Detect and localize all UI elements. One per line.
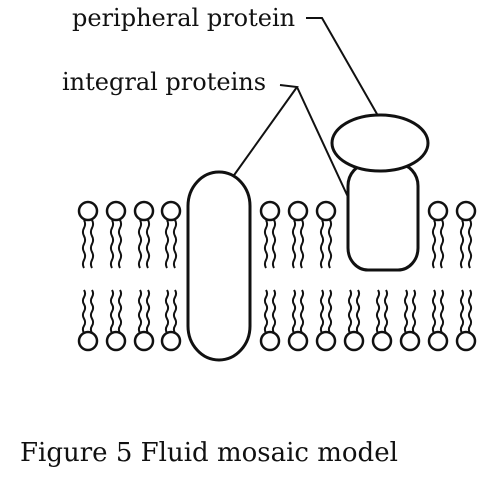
lipid-tail (299, 289, 305, 334)
lipid-tail (411, 289, 417, 334)
figure-caption: Figure 5 Fluid mosaic model (20, 438, 398, 468)
lipid-head (133, 200, 155, 222)
lipid-head (287, 200, 309, 222)
lipid-tail (109, 219, 115, 269)
lipid-head (371, 330, 393, 352)
integral-proteins-label: integral proteins (62, 68, 267, 96)
lipid-tail (431, 219, 437, 269)
lipid-head (105, 200, 127, 222)
lipid-tail (145, 219, 151, 269)
lipid-head (455, 200, 477, 222)
lipid-tail (117, 219, 123, 269)
peripheral-protein-label: peripheral protein (72, 4, 296, 32)
lipid-tail (117, 289, 123, 334)
lipid-head (160, 200, 182, 222)
lipid-tail (467, 219, 473, 269)
peripheral-protein (330, 113, 430, 173)
lipid-tail (439, 219, 445, 269)
lipid-head (455, 330, 477, 352)
lipid-tail (145, 289, 151, 334)
lipid-tail (109, 289, 115, 334)
lipid-tail (291, 219, 297, 269)
lipid-head (427, 330, 449, 352)
lipid-head (259, 330, 281, 352)
lipid-tail (355, 289, 361, 334)
lipid-tail (319, 289, 325, 334)
lipid-tail (347, 289, 353, 334)
lipid-tail (137, 219, 143, 269)
lipid-tail (137, 289, 143, 334)
lipid-tail (383, 289, 389, 334)
lipid-tail (319, 219, 325, 269)
lipid-head (399, 330, 421, 352)
phospholipid-bilayer (77, 200, 477, 352)
lipid-head (427, 200, 449, 222)
lipid-head (160, 330, 182, 352)
lipid-head (133, 330, 155, 352)
lipid-tail (81, 219, 87, 269)
lipid-head (315, 330, 337, 352)
lipid-tail (89, 219, 95, 269)
lipid-tail (327, 289, 333, 334)
lipid-head (77, 200, 99, 222)
lipid-head (259, 200, 281, 222)
lipid-tail (467, 289, 473, 334)
lipid-tail (459, 289, 465, 334)
lipid-tail (263, 219, 269, 269)
lipid-tail (89, 289, 95, 334)
lipid-head (315, 200, 337, 222)
peripheral-leader-line (306, 17, 386, 129)
lipid-tail (164, 219, 170, 269)
lipid-tail (164, 289, 170, 334)
lipid-tail (439, 289, 445, 334)
lipid-tail (81, 289, 87, 334)
lipid-tail (291, 289, 297, 334)
lipid-tail (172, 219, 178, 269)
lipid-tail (327, 219, 333, 269)
lipid-head (343, 330, 365, 352)
lipid-tail (271, 289, 277, 334)
lipid-tail (459, 219, 465, 269)
lipid-tail (431, 289, 437, 334)
lipid-tail (263, 289, 269, 334)
lipid-tail (299, 219, 305, 269)
integral-protein-spanning (186, 170, 252, 362)
lipid-head (287, 330, 309, 352)
lipid-tail (271, 219, 277, 269)
lipid-tail (403, 289, 409, 334)
lipid-tail (172, 289, 178, 334)
lipid-head (105, 330, 127, 352)
lipid-head (77, 330, 99, 352)
lipid-tail (375, 289, 381, 334)
integral-protein-embedded (346, 162, 420, 272)
integral-leader-line-left (231, 84, 299, 179)
